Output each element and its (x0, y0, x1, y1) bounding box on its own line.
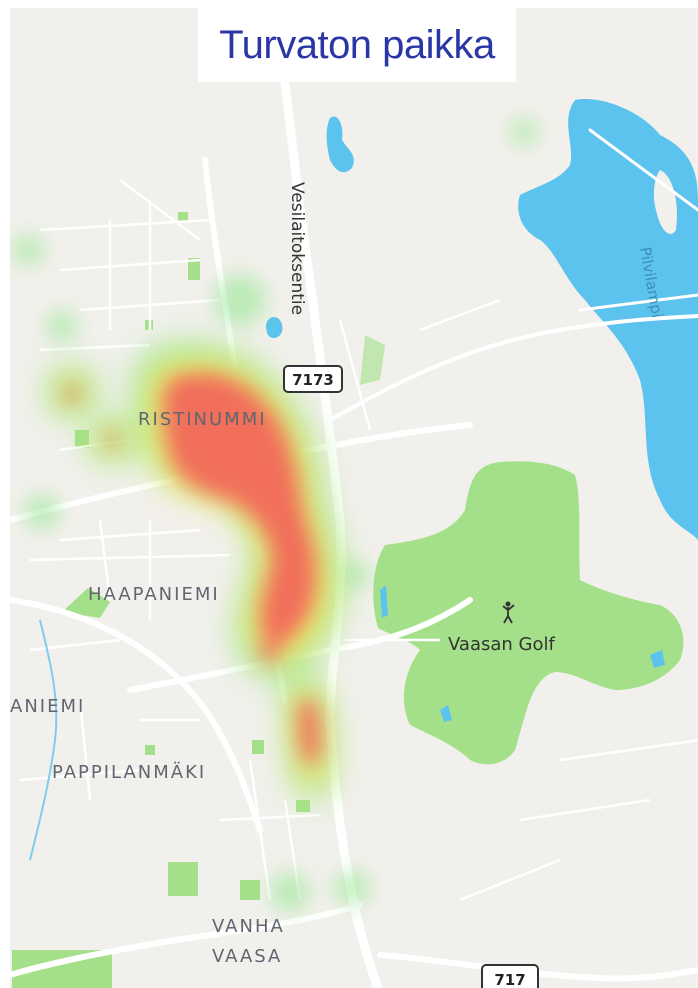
golf-water-3 (650, 650, 665, 668)
lake-pilvilampi (518, 99, 698, 540)
label-vaasan-golf: Vaasan Golf (448, 634, 555, 655)
golfer-icon[interactable] (502, 601, 515, 624)
park-south-2 (240, 880, 260, 900)
park-south-6 (296, 800, 310, 812)
road-lake-north (588, 128, 698, 212)
park-west-1 (188, 258, 200, 280)
park-south-1 (168, 862, 198, 896)
road-lake-south (578, 293, 698, 312)
park-west-2 (178, 212, 188, 222)
park-south-5 (252, 740, 264, 754)
road-east (377, 952, 698, 982)
road-south (10, 902, 363, 978)
label-vanha: VANHA (212, 916, 285, 937)
heatmap-layer (12, 118, 538, 912)
route-shield-717[interactable]: 717 (481, 964, 539, 988)
park-west-4 (75, 430, 89, 448)
stream (29, 619, 58, 861)
park-east-1 (360, 335, 385, 385)
title-banner: Turvaton paikka (198, 8, 516, 82)
park-haapaniemi (62, 588, 110, 618)
park-golf-course (373, 461, 684, 765)
route-717-label: 717 (494, 971, 525, 988)
label-vesilaitoksentie: Vesilaitoksentie (287, 182, 307, 315)
label-haapaniemi: HAAPANIEMI (88, 584, 220, 605)
park-south-4 (145, 745, 155, 755)
golf-water-2 (440, 705, 452, 722)
label-aniemi: ANIEMI (10, 696, 85, 717)
page-title: Turvaton paikka (219, 22, 495, 67)
main-roads (10, 55, 698, 988)
label-vaasa: VAASA (212, 946, 282, 967)
label-ristinummi: RISTINUMMI (138, 409, 267, 430)
pond-north (326, 116, 354, 173)
road-northeast (328, 314, 698, 422)
road-cross-south (127, 597, 473, 693)
map-view[interactable]: 7173 717 Vesilaitoksentie Pilvilampi RIS… (10, 8, 698, 988)
map-canvas[interactable]: 7173 717 Vesilaitoksentie Pilvilampi RIS… (10, 8, 698, 988)
pond-small (266, 316, 283, 339)
label-pappilanmaki: PAPPILANMÄKI (52, 762, 206, 783)
route-shield-7173[interactable]: 7173 (283, 365, 343, 393)
lake-pilvilampi-island (653, 170, 678, 234)
route-7173-label: 7173 (292, 371, 334, 389)
golf-water-1 (380, 585, 388, 618)
